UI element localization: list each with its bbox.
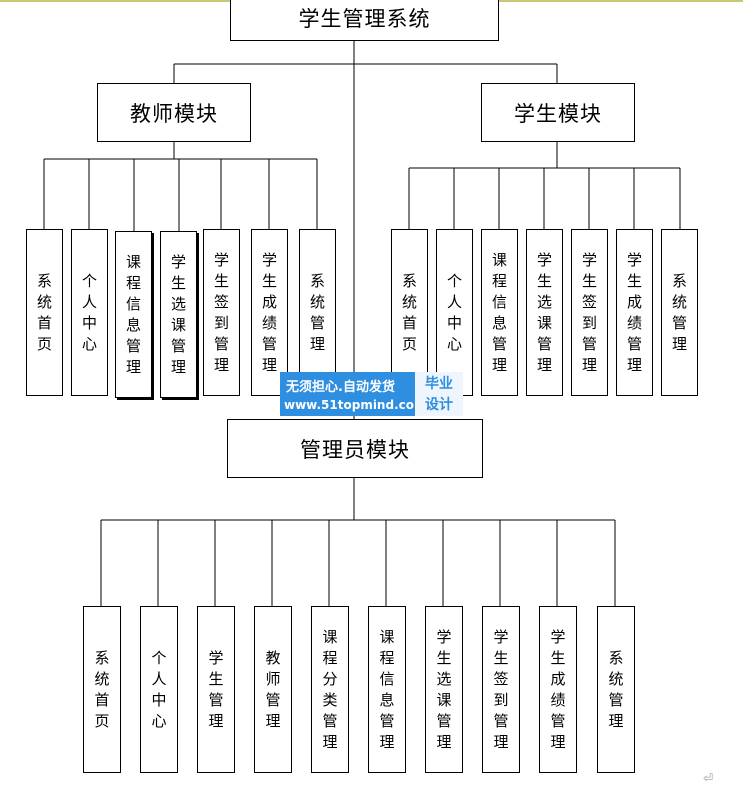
student-child-node: 学生成绩管理 [616, 229, 653, 396]
root-node-label: 学生管理系统 [298, 6, 431, 31]
teacher-module-node: 教师模块 [97, 83, 251, 142]
admin-child-node: 课程信息管理 [368, 606, 406, 773]
student-module-node: 学生模块 [481, 83, 635, 142]
admin-child-label: 学生签到管理 [493, 627, 509, 751]
admin-child-label: 系统管理 [608, 648, 624, 730]
watermark-banner: 无须担心.自动发货 www.51topmind.com 毕业设计 [280, 372, 463, 416]
admin-child-label: 学生成绩管理 [550, 627, 566, 751]
teacher-child-node: 学生成绩管理 [251, 229, 288, 396]
student-child-label: 系统首页 [402, 271, 418, 353]
admin-child-node: 系统管理 [597, 606, 635, 773]
watermark-badge-label: 毕业设计 [425, 376, 453, 413]
teacher-child-label: 学生成绩管理 [262, 250, 278, 374]
student-child-label: 学生选课管理 [537, 250, 553, 374]
admin-child-node: 学生成绩管理 [539, 606, 577, 773]
student-child-label: 学生签到管理 [582, 250, 598, 374]
student-child-node: 学生签到管理 [571, 229, 608, 396]
watermark-slogan: 无须担心.自动发货 [286, 380, 395, 395]
student-child-label: 个人中心 [447, 271, 463, 353]
student-child-node: 课程信息管理 [481, 229, 518, 396]
teacher-child-label: 系统首页 [37, 271, 53, 353]
admin-child-label: 系统首页 [94, 648, 110, 730]
student-child-node: 个人中心 [436, 229, 473, 396]
admin-child-node: 学生选课管理 [425, 606, 463, 773]
admin-module-label: 管理员模块 [300, 437, 410, 462]
student-child-label: 系统管理 [672, 271, 688, 353]
teacher-child-label: 系统管理 [310, 271, 326, 353]
student-child-label: 课程信息管理 [492, 250, 508, 374]
admin-child-node: 课程分类管理 [311, 606, 349, 773]
teacher-child-node: 学生选课管理 [160, 231, 197, 398]
admin-child-label: 学生选课管理 [436, 627, 452, 751]
admin-child-node: 个人中心 [140, 606, 178, 773]
admin-child-node: 系统首页 [83, 606, 121, 773]
admin-child-label: 教师管理 [265, 648, 281, 730]
student-child-node: 系统首页 [391, 229, 428, 396]
admin-child-node: 学生管理 [197, 606, 235, 773]
student-child-label: 学生成绩管理 [627, 250, 643, 374]
teacher-child-label: 学生选课管理 [171, 252, 187, 376]
watermark-badge: 毕业设计 [415, 372, 463, 416]
paragraph-mark-icon: ⏎ [703, 771, 714, 785]
teacher-child-node: 学生签到管理 [203, 229, 240, 396]
teacher-child-node: 系统管理 [299, 229, 336, 396]
admin-child-label: 学生管理 [208, 648, 224, 730]
admin-child-label: 课程信息管理 [379, 627, 395, 751]
teacher-child-label: 学生签到管理 [214, 250, 230, 374]
admin-child-label: 课程分类管理 [322, 627, 338, 751]
watermark-url: www.51topmind.com [284, 398, 427, 412]
admin-child-node: 学生签到管理 [482, 606, 520, 773]
teacher-child-label: 课程信息管理 [126, 252, 142, 376]
admin-child-node: 教师管理 [254, 606, 292, 773]
root-node: 学生管理系统 [230, 0, 499, 41]
student-child-node: 学生选课管理 [526, 229, 563, 396]
teacher-child-label: 个人中心 [82, 271, 98, 353]
teacher-child-node: 个人中心 [71, 229, 108, 396]
teacher-module-label: 教师模块 [130, 101, 218, 126]
admin-child-label: 个人中心 [151, 648, 167, 730]
admin-module-node: 管理员模块 [227, 419, 483, 478]
teacher-child-node: 系统首页 [26, 229, 63, 396]
student-module-label: 学生模块 [514, 101, 602, 126]
student-child-node: 系统管理 [661, 229, 698, 396]
teacher-child-node: 课程信息管理 [115, 231, 152, 398]
